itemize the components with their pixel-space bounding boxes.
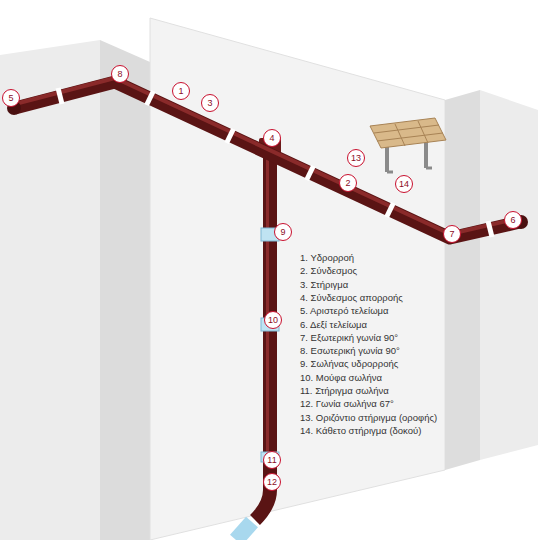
key-item: 5. Αριστερό τελείωμα: [300, 305, 389, 317]
callout-number: 1: [172, 82, 190, 100]
callout-number: 3: [201, 94, 219, 112]
key-item: 10. Μούφα σωλήνα: [300, 372, 382, 384]
callout-number: 14: [395, 175, 413, 193]
right-wall: [480, 90, 538, 460]
key-item: 8. Εσωτερική γωνία 90°: [300, 345, 400, 357]
callout-number: 7: [443, 225, 461, 243]
key-item: 9. Σωλήνας υδρορροής: [300, 358, 398, 370]
callout-number: 13: [347, 149, 365, 167]
key-item: 13. Οριζόντιο στήριγμα (οροφής): [300, 412, 437, 424]
key-item: 2. Σύνδεσμος: [300, 265, 357, 277]
callout-number: 2: [339, 174, 357, 192]
callout-number: 5: [2, 89, 20, 107]
callout-number: 11: [263, 451, 281, 469]
callout-number: 6: [504, 211, 522, 229]
gutter: [7, 78, 528, 238]
key-item: 1. Υδρορροή: [300, 252, 354, 264]
main-wall: [150, 18, 445, 540]
callout-number: 4: [263, 129, 281, 147]
key-item: 7. Εξωτερική γωνία 90°: [300, 332, 398, 344]
downpipe: [236, 138, 281, 540]
callout-number: 10: [264, 311, 282, 329]
key-item: 4. Σύνδεσμος απορροής: [300, 292, 403, 304]
callout-number: 9: [274, 223, 292, 241]
roof-bracket: [370, 118, 446, 172]
key-item: 11. Στήριγμα σωλήνα: [300, 385, 389, 397]
left-wall: [0, 40, 100, 540]
key-item: 12. Γωνία σωλήνα 67°: [300, 398, 394, 410]
callout-number: 8: [111, 65, 129, 83]
wall-step: [445, 90, 480, 470]
left-wall-side: [100, 40, 150, 540]
callout-number: 12: [263, 473, 281, 491]
key-item: 14. Κάθετο στήριγμα (δοκού): [300, 425, 421, 437]
key-item: 6. Δεξί τελείωμα: [300, 319, 367, 331]
key-item: 3. Στήριγμα: [300, 279, 348, 291]
